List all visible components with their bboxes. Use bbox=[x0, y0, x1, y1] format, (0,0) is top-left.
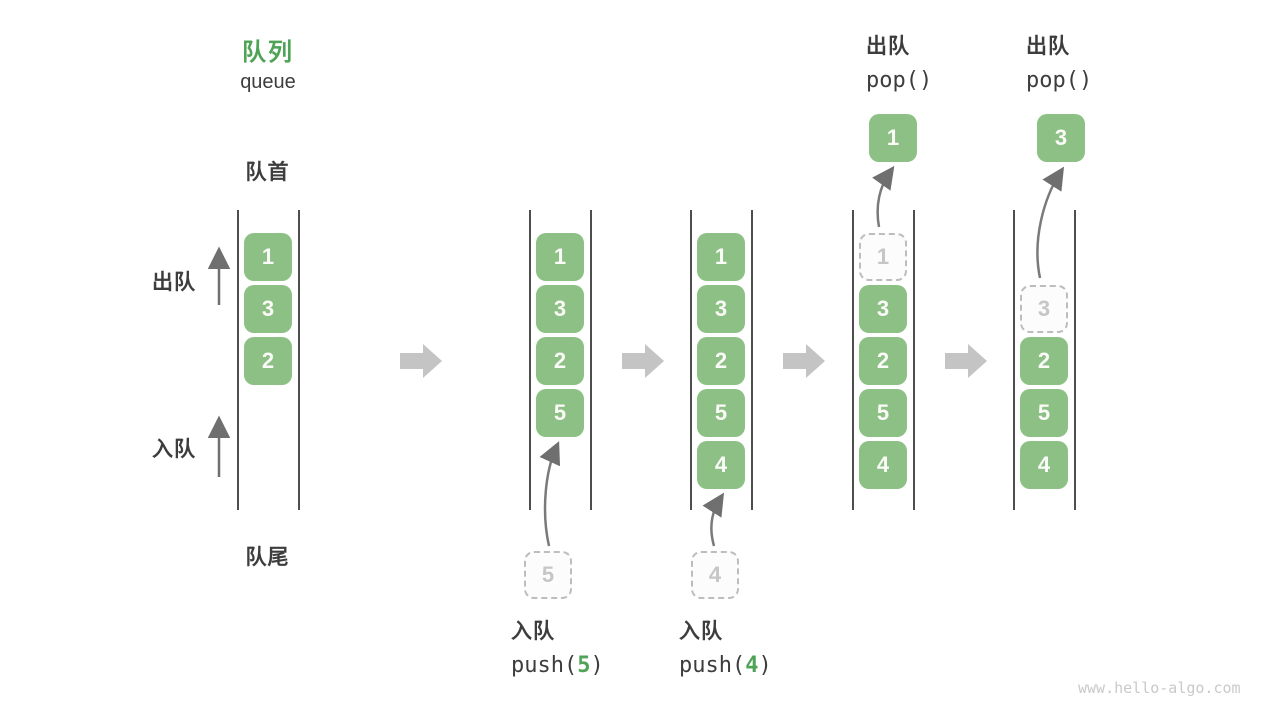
flow-arrow-icon bbox=[622, 344, 664, 378]
staged-item: 4 bbox=[691, 551, 739, 599]
queue-item: 1 bbox=[244, 233, 292, 281]
queue-item-removed: 3 bbox=[1020, 285, 1068, 333]
queue-item: 2 bbox=[536, 337, 584, 385]
queue-item: 4 bbox=[1020, 441, 1068, 489]
op-code: push(5) bbox=[511, 649, 604, 683]
item-value: 5 bbox=[876, 400, 890, 425]
queue-item: 2 bbox=[697, 337, 745, 385]
queue-item: 1 bbox=[697, 233, 745, 281]
item-value: 5 bbox=[541, 562, 555, 587]
item-value: 4 bbox=[714, 452, 728, 477]
queue-item: 1 bbox=[536, 233, 584, 281]
op-label-zh: 出队 bbox=[1026, 35, 1070, 58]
flow-arrow-icon bbox=[400, 344, 442, 378]
label-dequeue: 出队 bbox=[152, 271, 196, 294]
item-value: 3 bbox=[714, 296, 728, 321]
watermark: www.hello-algo.com bbox=[1078, 679, 1241, 697]
item-value: 2 bbox=[714, 348, 728, 373]
item-value: 4 bbox=[1037, 452, 1051, 477]
queue-item: 3 bbox=[859, 285, 907, 333]
code-fn: push( bbox=[679, 653, 746, 678]
queue-item: 5 bbox=[536, 389, 584, 437]
queue-wall bbox=[298, 210, 300, 510]
item-value: 3 bbox=[261, 296, 275, 321]
op-label-zh: 入队 bbox=[679, 620, 723, 643]
queue-item: 5 bbox=[859, 389, 907, 437]
queue-item: 5 bbox=[1020, 389, 1068, 437]
item-value: 2 bbox=[876, 348, 890, 373]
popped-item: 3 bbox=[1037, 114, 1085, 162]
queue-wall bbox=[590, 210, 592, 510]
op-label-zh: 出队 bbox=[866, 35, 910, 58]
item-value: 5 bbox=[553, 400, 567, 425]
item-value: 2 bbox=[553, 348, 567, 373]
item-value: 1 bbox=[261, 244, 275, 269]
queue-wall bbox=[1013, 210, 1015, 510]
queue-item: 4 bbox=[697, 441, 745, 489]
queue-item: 2 bbox=[1020, 337, 1068, 385]
item-value: 3 bbox=[876, 296, 890, 321]
item-value: 4 bbox=[876, 452, 890, 477]
queue-wall bbox=[690, 210, 692, 510]
item-value: 5 bbox=[714, 400, 728, 425]
item-value: 4 bbox=[708, 562, 722, 587]
queue-item-removed: 1 bbox=[859, 233, 907, 281]
item-value: 5 bbox=[1037, 400, 1051, 425]
code-arg: 5 bbox=[577, 653, 591, 678]
code-arg: 4 bbox=[745, 653, 759, 678]
queue-wall bbox=[852, 210, 854, 510]
label-queue-rear: 队尾 bbox=[245, 546, 290, 569]
op-pop-first: 出队 pop() bbox=[866, 30, 932, 98]
diagram-title-zh: 队列 bbox=[242, 39, 294, 66]
code-close: ) bbox=[590, 653, 604, 678]
queue-item: 3 bbox=[244, 285, 292, 333]
op-code: push(4) bbox=[679, 649, 772, 683]
item-value: 3 bbox=[1054, 125, 1068, 150]
item-value: 3 bbox=[553, 296, 567, 321]
item-value: 2 bbox=[261, 348, 275, 373]
label-enqueue: 入队 bbox=[152, 438, 196, 461]
op-code: pop() bbox=[866, 68, 933, 93]
queue-wall bbox=[237, 210, 239, 510]
queue-wall bbox=[913, 210, 915, 510]
item-value: 1 bbox=[553, 244, 567, 269]
staged-item: 5 bbox=[524, 551, 572, 599]
flow-arrow-icon bbox=[945, 344, 987, 378]
flow-arrow-icon bbox=[783, 344, 825, 378]
item-value: 2 bbox=[1037, 348, 1051, 373]
curved-arrow-icon bbox=[702, 492, 725, 547]
queue-item: 5 bbox=[697, 389, 745, 437]
queue-item: 2 bbox=[244, 337, 292, 385]
code-close: ) bbox=[758, 653, 772, 678]
label-queue-front: 队首 bbox=[245, 161, 290, 184]
curved-arrow-icon bbox=[872, 165, 895, 228]
item-value: 3 bbox=[1037, 296, 1051, 321]
queue-wall bbox=[529, 210, 531, 510]
op-code: pop() bbox=[1026, 68, 1093, 93]
queue-wall bbox=[751, 210, 753, 510]
curved-arrow-icon bbox=[1036, 166, 1065, 279]
op-push-4: 入队 push(4) bbox=[679, 615, 772, 683]
item-value: 1 bbox=[876, 244, 890, 269]
queue-item: 3 bbox=[697, 285, 745, 333]
op-push-5: 入队 push(5) bbox=[511, 615, 604, 683]
op-label-zh: 入队 bbox=[511, 620, 555, 643]
code-fn: push( bbox=[511, 653, 578, 678]
op-pop-second: 出队 pop() bbox=[1026, 30, 1092, 98]
queue-item: 4 bbox=[859, 441, 907, 489]
item-value: 1 bbox=[714, 244, 728, 269]
item-value: 1 bbox=[886, 125, 900, 150]
queue-item: 2 bbox=[859, 337, 907, 385]
queue-item: 3 bbox=[536, 285, 584, 333]
diagram-title-en: queue bbox=[240, 71, 296, 93]
popped-item: 1 bbox=[869, 114, 917, 162]
queue-wall bbox=[1074, 210, 1076, 510]
curved-arrow-icon bbox=[539, 441, 561, 547]
